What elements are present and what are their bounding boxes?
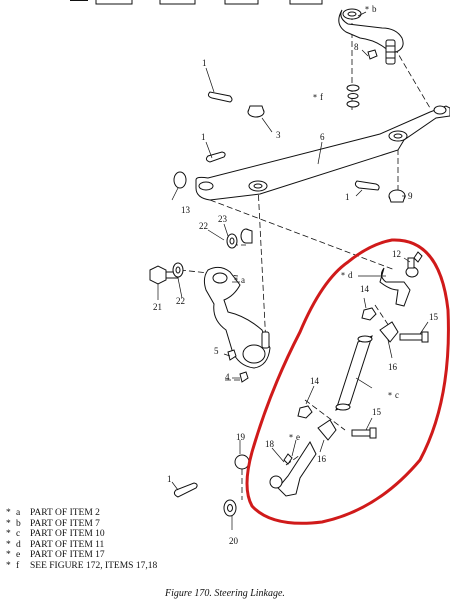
callout-3: 3 [276, 130, 281, 140]
washers-upper [226, 228, 253, 249]
legend-text: PART OF ITEM 10 [30, 529, 105, 540]
legend-star: * [6, 529, 11, 540]
callout-16: 16 [317, 454, 327, 464]
legend-key: f [16, 560, 20, 571]
callout-12: 12 [392, 249, 401, 259]
legend-star: * [6, 508, 11, 518]
star-label-b: b [372, 4, 377, 14]
legend-row: * a PART OF ITEM 2 [6, 508, 157, 519]
callout-21: 21 [153, 302, 162, 312]
legend-star: * [6, 518, 11, 529]
callout-22: 22 [176, 296, 185, 306]
callout-6: 6 [320, 132, 325, 142]
legend-row: * e PART OF ITEM 17 [6, 550, 157, 561]
callout-9: 9 [408, 191, 413, 201]
legend-text: PART OF ITEM 17 [30, 550, 105, 561]
callout-16: 16 [388, 362, 398, 372]
callout-1: 1 [167, 474, 172, 484]
legend-star: * [6, 539, 11, 550]
leader-lines [157, 11, 429, 530]
callout-15: 15 [372, 407, 382, 417]
callout-1: 1 [345, 192, 350, 202]
legend-row: * c PART OF ITEM 10 [6, 529, 157, 540]
callout-14: 14 [310, 376, 320, 386]
legend-key: e [16, 550, 21, 561]
star-label-c: c [395, 390, 399, 400]
pitman-arm [338, 8, 404, 65]
star-label-e: e [296, 432, 300, 442]
legend-star: * [6, 550, 11, 561]
figure-caption: Figure 170. Steering Linkage. [165, 588, 285, 599]
star-label-d: d [348, 270, 353, 280]
callout-23: 23 [218, 214, 228, 224]
cotter-pins [173, 91, 380, 498]
legend-star: * [6, 560, 11, 571]
callout-22: 22 [199, 221, 208, 231]
svg-text:*: * [313, 93, 317, 102]
legend-text: PART OF ITEM 7 [30, 518, 100, 529]
castle-nuts [173, 105, 406, 470]
callout-8: 8 [354, 42, 359, 52]
legend-key: b [16, 518, 21, 529]
legend-text: PART OF ITEM 11 [30, 539, 105, 550]
star-labels: * b * f * a * d * c * e [234, 4, 399, 442]
callout-4: 4 [225, 372, 230, 382]
legend-key: a [16, 508, 21, 518]
svg-text:*: * [234, 276, 238, 285]
legend-text: SEE FIGURE 172, ITEMS 17,18 [30, 560, 158, 571]
callout-18: 18 [265, 439, 275, 449]
legend-key: c [16, 529, 21, 540]
highlight-loop [245, 238, 450, 525]
bolt-21 [149, 262, 184, 285]
callout-20: 20 [229, 536, 239, 546]
top-fasteners [346, 49, 378, 108]
legend-text: PART OF ITEM 2 [30, 508, 100, 518]
screws-4-5 [227, 349, 249, 383]
tie-rod-assembly [269, 251, 429, 497]
callout-13: 13 [181, 205, 191, 215]
legend-row: * b PART OF ITEM 7 [6, 519, 157, 530]
callout-15: 15 [429, 312, 439, 322]
legend-row: * f SEE FIGURE 172, ITEMS 17,18 [6, 561, 157, 572]
svg-text:*: * [388, 391, 392, 400]
svg-text:*: * [365, 5, 369, 14]
callout-14: 14 [360, 284, 370, 294]
legend-key: d [16, 539, 21, 550]
svg-text:*: * [289, 433, 293, 442]
callout-19: 19 [236, 432, 246, 442]
callout-5: 5 [214, 346, 219, 356]
idler-arm [203, 266, 271, 369]
star-label-f: f [320, 92, 323, 102]
callout-1: 1 [202, 58, 207, 68]
cropped-header-boxes [70, 0, 323, 5]
svg-text:*: * [341, 271, 345, 280]
lower-fasteners [223, 499, 237, 517]
relay-rod [195, 105, 450, 201]
callout-labels: 1 1 1 1 3 4 5 6 8 9 12 13 14 14 15 15 16… [153, 42, 439, 546]
legend-row: * d PART OF ITEM 11 [6, 540, 157, 551]
callout-1: 1 [201, 132, 206, 142]
star-label-a: a [241, 275, 245, 285]
